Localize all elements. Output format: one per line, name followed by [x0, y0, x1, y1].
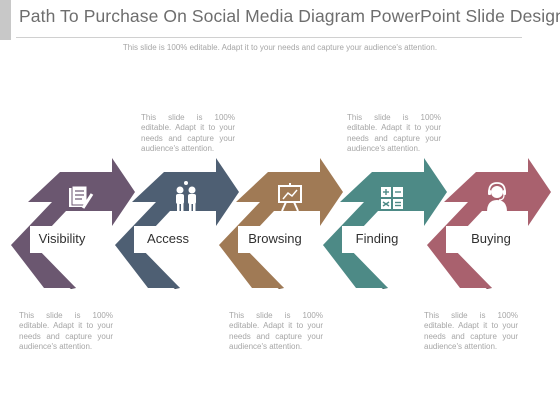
- stage-label-buying: Buying: [471, 231, 511, 246]
- presentation-board-icon: [278, 183, 302, 212]
- stage-browsing: [219, 158, 343, 289]
- stage-access: [115, 158, 239, 289]
- stage-arrow: [11, 158, 135, 288]
- note-top-access: This slide is 100% editable. Adapt it to…: [141, 113, 235, 154]
- calculator-icon: [381, 187, 403, 209]
- stage-arrow: [427, 158, 551, 288]
- stage-label-plate: [238, 226, 318, 253]
- title-divider: [16, 37, 522, 38]
- stage-finding: [323, 158, 447, 289]
- stage-arrow: [219, 158, 343, 288]
- customer-support-icon: [487, 182, 507, 212]
- note-bottom-browsing: This slide is 100% editable. Adapt it to…: [229, 311, 323, 352]
- corner-accent: [0, 0, 11, 40]
- note-bottom-buying: This slide is 100% editable. Adapt it to…: [424, 311, 518, 352]
- stage-label-plate: [446, 226, 526, 253]
- stage-arrow: [115, 158, 239, 288]
- stage-label-browsing: Browsing: [248, 231, 302, 246]
- slide-subtitle: This slide is 100% editable. Adapt it to…: [122, 43, 438, 52]
- stage-label-plate: [134, 226, 214, 253]
- slide-title: Path To Purchase On Social Media Diagram…: [19, 6, 560, 26]
- stage-visibility: [11, 158, 135, 289]
- stage-label-plate: [342, 226, 422, 253]
- stage-label-plate: [30, 226, 110, 253]
- people-icon: [176, 181, 196, 211]
- stage-label-visibility: Visibility: [38, 231, 86, 246]
- note-top-finding: This slide is 100% editable. Adapt it to…: [347, 113, 441, 154]
- note-bottom-visibility: This slide is 100% editable. Adapt it to…: [19, 311, 113, 352]
- documents-icon: [69, 185, 94, 209]
- stage-arrow: [323, 158, 447, 288]
- stage-buying: [427, 158, 551, 289]
- stage-label-access: Access: [147, 231, 189, 246]
- stage-label-finding: Finding: [355, 231, 399, 246]
